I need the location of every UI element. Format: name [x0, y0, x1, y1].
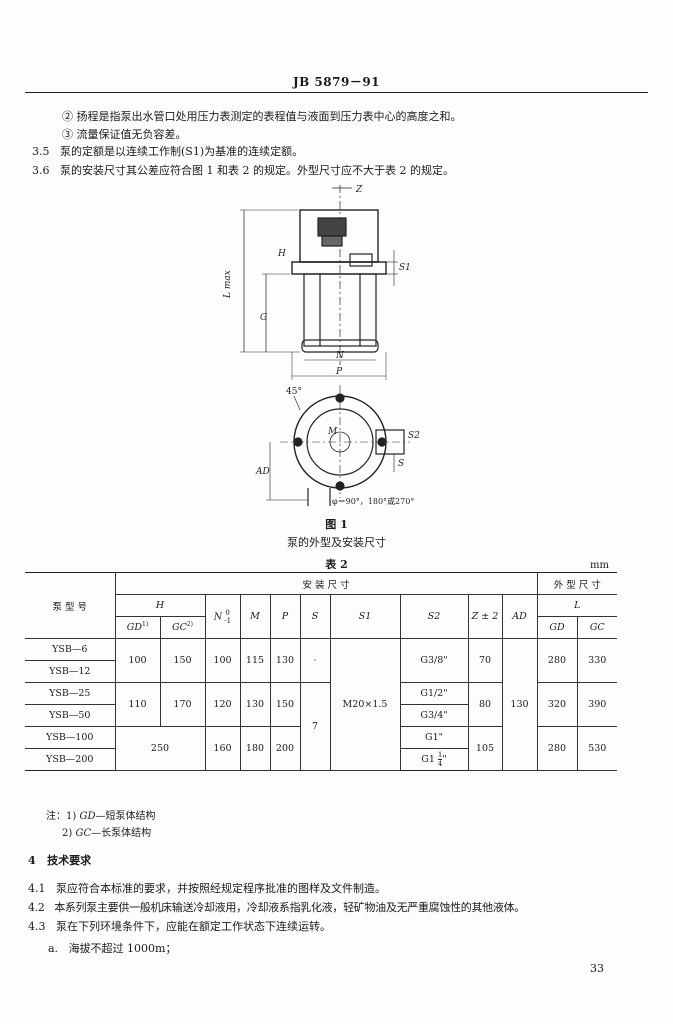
cell-m: 115	[239, 638, 271, 683]
cell-m: 180	[239, 726, 271, 771]
model-ysb-25: YSB—25	[25, 682, 116, 705]
model-ysb-12: YSB—12	[25, 660, 116, 683]
label-phi: φ＝90°，180°或270°	[332, 496, 414, 506]
label-h: H	[277, 249, 286, 259]
header-s1: S1	[329, 594, 401, 639]
cell-s2: G1/2"	[399, 682, 469, 705]
figure-subcaption: 泵的外型及安装尺寸	[287, 536, 386, 549]
cell-h: 250	[114, 726, 206, 771]
table-note-1: 注：1) GD—短泵体结构	[46, 811, 156, 822]
cell-l-gd: 280	[536, 638, 578, 683]
cell-m: 130	[239, 682, 271, 727]
model-ysb-50: YSB—50	[25, 704, 116, 727]
label-45deg: 45°	[286, 387, 302, 397]
cell-l-gc: 530	[576, 726, 617, 771]
cell-n: 120	[204, 682, 241, 727]
clause-text: 泵的安装尺寸其公差应符合图 1 和表 2 的规定。外型尺寸应不大于表 2 的规定…	[60, 164, 454, 177]
header-l-gc: GC	[576, 616, 617, 639]
cell-h-gc: 150	[159, 638, 206, 683]
cell-s: 7	[299, 682, 331, 771]
cell-l-gd: 280	[536, 726, 578, 771]
clause-3-5: 3.5 泵的定额是以连续工作制(S1)为基准的连续定额。	[32, 143, 303, 159]
model-ysb-200: YSB—200	[25, 748, 116, 771]
clause-text: 泵的定额是以连续工作制(S1)为基准的连续定额。	[60, 145, 304, 158]
header-install: 安 装 尺 寸	[114, 572, 538, 595]
header-s2: S2	[399, 594, 469, 639]
label-p: P	[335, 367, 343, 377]
table-unit: mm	[590, 560, 609, 571]
header-l-gd: GD	[536, 616, 578, 639]
header-z: Z ± 2	[467, 594, 503, 639]
table-title: 表 2	[325, 558, 348, 571]
clause-4-2: 4.2 本系列泵主要供一般机床输送冷却液用，冷却液系指乳化液，轻矿物油及无严重腐…	[28, 901, 525, 914]
clause-number: 3.6	[32, 164, 50, 177]
cell-l-gc: 330	[576, 638, 617, 683]
cell-s2: G3/4"	[399, 704, 469, 727]
label-m: M	[327, 427, 338, 437]
cell-z: 105	[467, 726, 503, 771]
cell-s: ·	[299, 638, 331, 683]
label-s1: S1	[399, 263, 411, 273]
clause-4-3: 4.3 泵在下列环境条件下，应能在额定工作状态下连续运转。	[28, 920, 331, 933]
header-rule	[25, 92, 648, 93]
cell-s2: G1"	[399, 726, 469, 749]
cell-p: 150	[269, 682, 301, 727]
model-ysb-100: YSB—100	[25, 726, 116, 749]
cell-l-gc: 390	[576, 682, 617, 727]
page-number: 33	[590, 962, 604, 975]
label-s2: S2	[408, 431, 420, 441]
table-note-2: 2) GC—长泵体结构	[62, 828, 152, 839]
figure-caption: 图 1	[325, 518, 348, 531]
cell-h-gd: 100	[114, 638, 161, 683]
pump-drawing: Z L max G H S1 N P 45° M AD S S2 φ＝90°，1…	[223, 185, 420, 506]
cell-l-gd: 320	[536, 682, 578, 727]
header-l: L	[536, 594, 617, 617]
label-s: S	[398, 459, 404, 469]
cell-s1: M20×1.5	[329, 638, 401, 771]
clause-4-1: 4.1 泵应符合本标准的要求，并按照经规定程序批准的图样及文件制造。	[28, 882, 386, 895]
cell-n: 100	[204, 638, 241, 683]
note-2: ② 扬程是指泵出水管口处用压力表测定的表程值与液面到压力表中心的高度之和。	[62, 110, 462, 123]
label-z: Z	[355, 185, 363, 195]
header-ad: AD	[501, 594, 538, 639]
label-n: N	[335, 351, 345, 361]
label-l-max: L max	[223, 270, 233, 299]
page-header: JB 5879－91	[292, 75, 381, 89]
header-outline: 外 型 尺 寸	[536, 572, 617, 595]
cell-z: 80	[467, 682, 503, 727]
note-3: ③ 流量保证值无负容差。	[62, 128, 187, 141]
header-h-gc: GC2)	[159, 616, 206, 639]
header-h: H	[114, 594, 206, 617]
label-ad: AD	[255, 467, 270, 477]
header-m: M	[239, 594, 271, 639]
cell-p: 200	[269, 726, 301, 771]
header-h-gd: GD1)	[114, 616, 161, 639]
cell-z: 70	[467, 638, 503, 683]
clause-3-6: 3.6 泵的安装尺寸其公差应符合图 1 和表 2 的规定。外型尺寸应不大于表 2…	[32, 162, 454, 178]
label-g: G	[260, 313, 267, 323]
cell-s2: G3/8"	[399, 638, 469, 683]
item-a: a. 海拔不超过 1000m；	[48, 942, 177, 955]
cell-n: 160	[204, 726, 241, 771]
cell-h-gd: 110	[114, 682, 161, 727]
model-ysb-6: YSB—6	[25, 638, 116, 661]
header-model: 泵 型 号	[25, 572, 116, 639]
header-s: S	[299, 594, 331, 639]
cell-h-gc: 170	[159, 682, 206, 727]
section-4-heading: 4 技术要求	[28, 854, 92, 867]
cell-p: 130	[269, 638, 301, 683]
header-p: P	[269, 594, 301, 639]
cell-ad: 130	[501, 638, 538, 771]
clause-number: 3.5	[32, 145, 50, 158]
